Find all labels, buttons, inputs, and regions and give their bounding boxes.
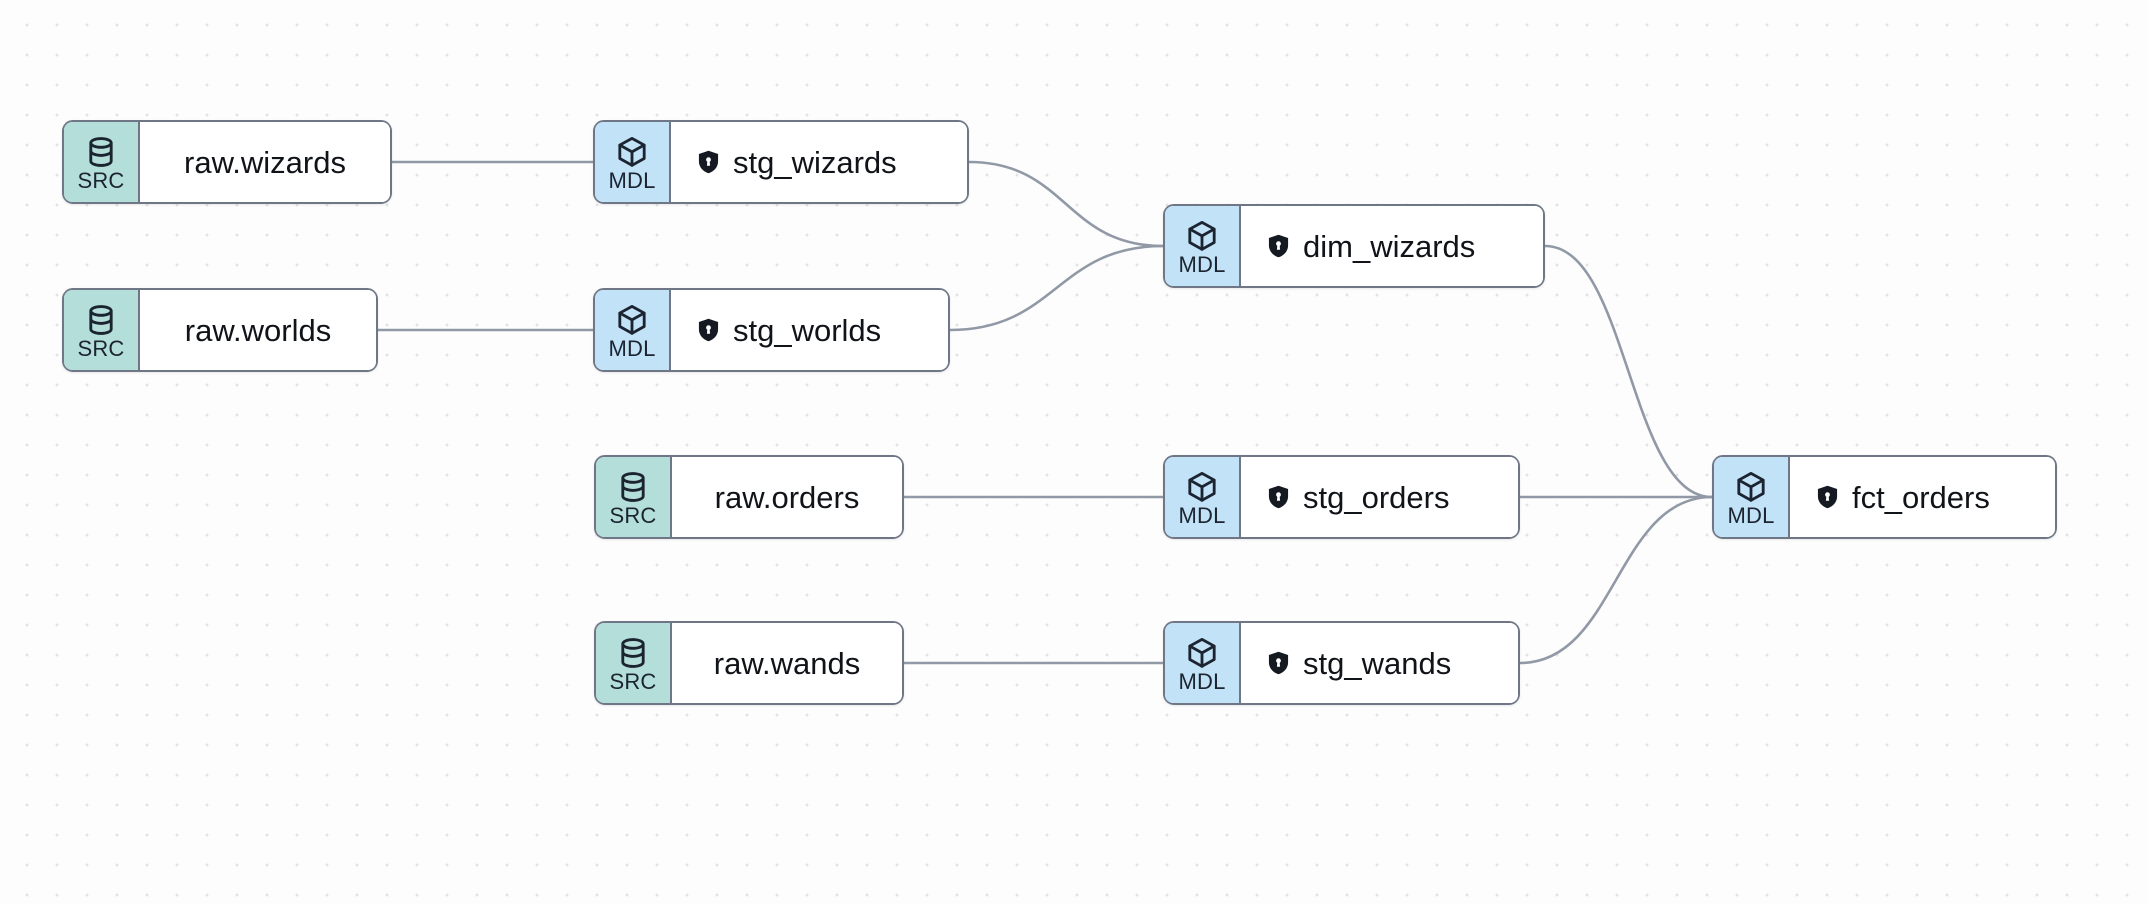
node-type-badge: MDL	[595, 122, 671, 202]
node-type-badge-label: MDL	[1178, 669, 1226, 694]
shield-lock-icon	[1267, 233, 1290, 259]
cube-icon	[615, 135, 649, 169]
database-icon	[616, 470, 650, 504]
node-type-badge-label: MDL	[608, 336, 656, 361]
lineage-node-stg-worlds[interactable]: MDL stg_worlds	[593, 288, 950, 372]
shield-lock-icon	[697, 149, 720, 175]
node-body: raw.wizards	[140, 122, 390, 202]
node-type-badge: MDL	[1165, 457, 1241, 537]
node-body: fct_orders	[1790, 457, 2055, 537]
lineage-node-raw-worlds[interactable]: SRC raw.worlds	[62, 288, 378, 372]
node-body: stg_wizards	[671, 122, 967, 202]
node-type-badge-label: MDL	[608, 168, 656, 193]
node-type-badge-label: SRC	[609, 503, 657, 528]
cube-icon	[1185, 219, 1219, 253]
node-body: dim_wizards	[1241, 206, 1543, 286]
node-type-badge: MDL	[1714, 457, 1790, 537]
node-type-badge: SRC	[596, 623, 672, 703]
node-type-badge-label: MDL	[1178, 503, 1226, 528]
node-type-badge: MDL	[1165, 623, 1241, 703]
node-label: stg_wands	[1303, 645, 1452, 681]
node-label: raw.wizards	[184, 144, 346, 180]
shield-lock-icon	[1267, 650, 1290, 676]
node-body: raw.worlds	[140, 290, 376, 370]
node-type-badge: SRC	[64, 122, 140, 202]
node-type-badge-label: MDL	[1178, 252, 1226, 277]
lineage-node-stg-orders[interactable]: MDL stg_orders	[1163, 455, 1520, 539]
node-label: stg_orders	[1303, 479, 1450, 515]
node-label: stg_worlds	[733, 312, 882, 348]
shield-lock-icon	[1816, 484, 1839, 510]
node-body: raw.orders	[672, 457, 902, 537]
lineage-edge[interactable]	[967, 160, 1165, 248]
node-label: raw.worlds	[184, 312, 332, 348]
node-body: stg_wands	[1241, 623, 1518, 703]
node-label: stg_wizards	[733, 144, 897, 180]
cube-icon	[615, 303, 649, 337]
lineage-edge[interactable]	[948, 244, 1165, 332]
cube-icon	[1734, 470, 1768, 504]
node-label: dim_wizards	[1303, 228, 1476, 264]
lineage-node-raw-orders[interactable]: SRC raw.orders	[594, 455, 904, 539]
node-body: stg_worlds	[671, 290, 948, 370]
lineage-edge[interactable]	[1543, 244, 1714, 499]
cube-icon	[1185, 636, 1219, 670]
database-icon	[84, 135, 118, 169]
node-body: raw.wands	[672, 623, 902, 703]
lineage-edge[interactable]	[1518, 495, 1714, 665]
lineage-node-stg-wizards[interactable]: MDL stg_wizards	[593, 120, 969, 204]
lineage-node-fct-orders[interactable]: MDL fct_orders	[1712, 455, 2057, 539]
node-body: stg_orders	[1241, 457, 1518, 537]
shield-lock-icon	[697, 317, 720, 343]
node-label: raw.orders	[714, 479, 860, 515]
node-type-badge-label: SRC	[77, 336, 125, 361]
node-type-badge: MDL	[1165, 206, 1241, 286]
lineage-node-dim-wizards[interactable]: MDL dim_wizards	[1163, 204, 1545, 288]
lineage-node-raw-wands[interactable]: SRC raw.wands	[594, 621, 904, 705]
node-label: raw.wands	[713, 645, 861, 681]
lineage-node-stg-wands[interactable]: MDL stg_wands	[1163, 621, 1520, 705]
database-icon	[616, 636, 650, 670]
lineage-node-raw-wizards[interactable]: SRC raw.wizards	[62, 120, 392, 204]
node-type-badge-label: SRC	[609, 669, 657, 694]
node-label: fct_orders	[1852, 479, 1990, 515]
database-icon	[84, 303, 118, 337]
shield-lock-icon	[1267, 484, 1290, 510]
cube-icon	[1185, 470, 1219, 504]
node-type-badge-label: MDL	[1727, 503, 1775, 528]
node-type-badge-label: SRC	[77, 168, 125, 193]
node-type-badge: MDL	[595, 290, 671, 370]
node-type-badge: SRC	[596, 457, 672, 537]
node-type-badge: SRC	[64, 290, 140, 370]
